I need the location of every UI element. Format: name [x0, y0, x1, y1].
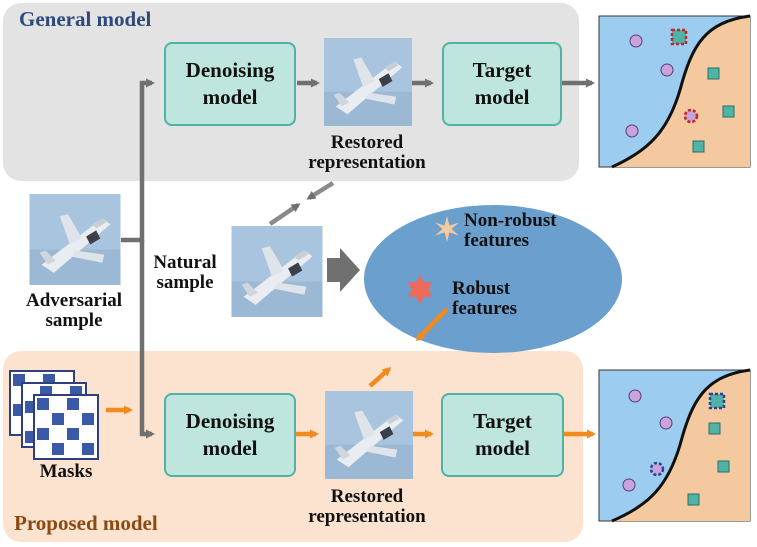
proposed-restored-image	[325, 391, 413, 479]
proposed-model-title: Proposed model	[14, 511, 158, 535]
non-robust-features-label: Non-robust features	[464, 210, 557, 251]
general-model-title: General model	[19, 7, 152, 31]
gray-flow-arrows	[121, 78, 595, 439]
mask-grid-icon	[9, 370, 99, 460]
feature-space-ellipse	[364, 205, 622, 353]
proposed-restored-label: Restored representation	[308, 486, 426, 527]
proposed-denoising-model-label: Denoising model	[185, 408, 275, 460]
proposed-decision-plot	[598, 368, 751, 523]
proposed-target-model-box: Target model	[441, 393, 564, 477]
robust-star-icon	[407, 275, 433, 304]
non-robust-star-icon	[435, 216, 459, 242]
general-restored-image	[324, 38, 412, 126]
general-denoising-model-label: Denoising model	[185, 57, 275, 109]
robust-features-label: Robust features	[452, 278, 518, 319]
restored-to-natural-arrow-down	[306, 181, 335, 200]
general-target-model-box: Target model	[442, 42, 562, 126]
proposed-target-model-label: Target model	[473, 408, 532, 460]
orange-flow-arrows	[106, 307, 596, 439]
proposed-denoising-model-box: Denoising model	[164, 393, 296, 477]
adversarial-sample-label: Adversarial sample	[25, 290, 123, 331]
general-target-model-label: Target model	[472, 57, 532, 109]
adversarial-sample-image	[29, 194, 121, 285]
natural-to-restored-arrow-up	[268, 203, 301, 226]
natural-to-features-arrow	[327, 248, 360, 292]
natural-sample-label: Natural sample	[153, 252, 217, 293]
general-decision-plot	[598, 14, 751, 169]
general-restored-label: Restored representation	[308, 132, 426, 173]
natural-sample-image	[231, 226, 323, 317]
general-denoising-model-box: Denoising model	[164, 42, 296, 126]
masks-label: Masks	[39, 461, 93, 482]
